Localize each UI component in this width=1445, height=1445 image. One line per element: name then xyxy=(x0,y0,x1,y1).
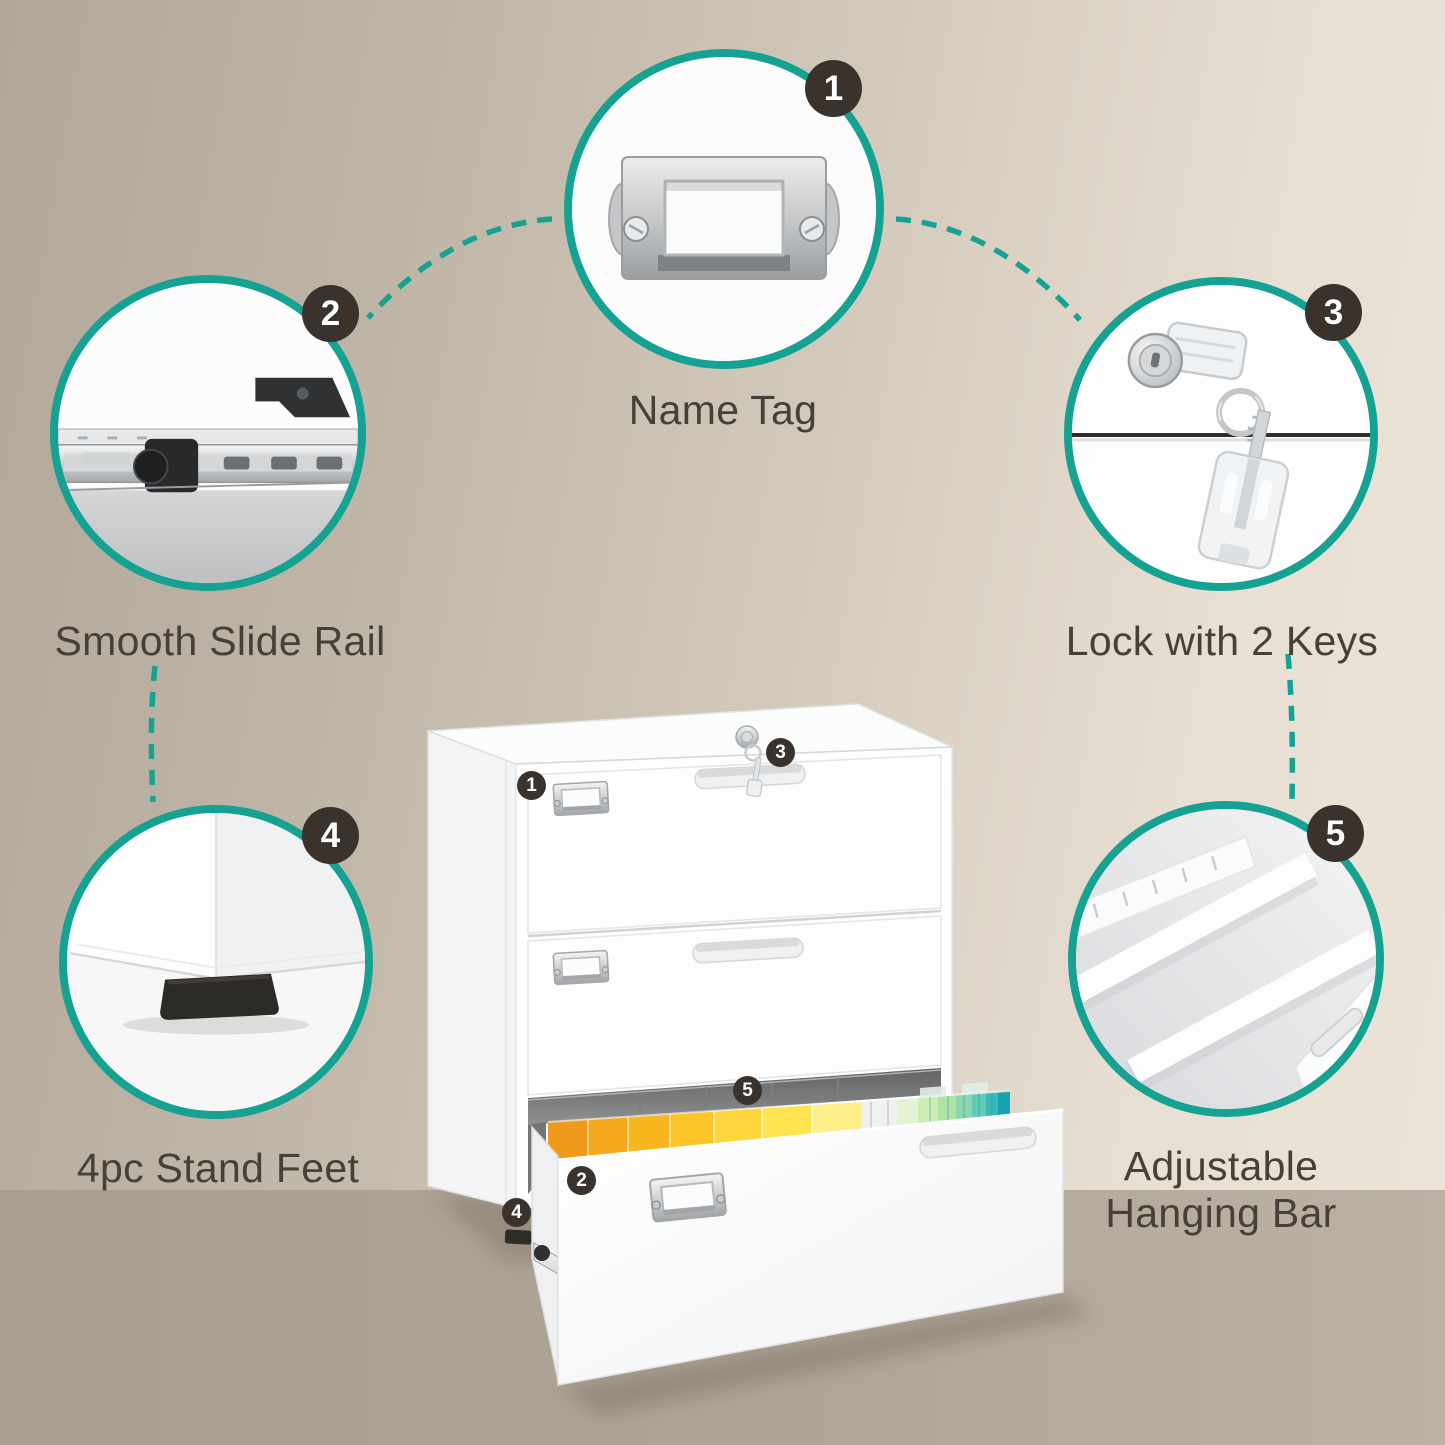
drawer-3-top-highlight xyxy=(557,1108,1064,1162)
cabinet-marker-3: 3 xyxy=(766,738,795,767)
label-slide-rail: Smooth Slide Rail xyxy=(54,618,386,664)
callout-connectors xyxy=(148,216,1296,803)
hanging-files xyxy=(547,1082,1011,1161)
feature-circle-stand-feet xyxy=(59,805,373,1119)
callout-badge-2: 2 xyxy=(302,285,359,342)
label-hanging-bar-line2: Hanging Bar xyxy=(1105,1190,1337,1236)
connector-3-to-5 xyxy=(1285,653,1296,801)
lock-keys-icon xyxy=(1072,285,1370,583)
cabinet-front-foot xyxy=(504,1229,533,1245)
cabinet-marker-5: 5 xyxy=(733,1076,762,1105)
cabinet-left-side xyxy=(427,729,517,1209)
cabinet-marker-1: 1 xyxy=(517,771,546,800)
cabinet-lock-and-key xyxy=(735,725,763,798)
label-hanging-bar-line1: Adjustable xyxy=(1123,1143,1319,1189)
callout-badge-1: 1 xyxy=(805,60,862,117)
drawer-1-front xyxy=(527,754,942,934)
label-name-tag: Name Tag xyxy=(628,387,818,433)
cabinet-body xyxy=(427,703,1064,1386)
drawer-2-label-holder xyxy=(552,949,610,986)
label-hanging-bar: Adjustable Hanging Bar xyxy=(1011,1143,1431,1237)
drawer-2-front xyxy=(527,915,942,1096)
callout-badge-5: 5 xyxy=(1307,805,1364,862)
drawer-floor-shadow xyxy=(560,1294,1092,1416)
label-stand-feet: 4pc Stand Feet xyxy=(76,1145,360,1191)
opening-interior-rails xyxy=(638,1078,840,1112)
cabinet-top-seam xyxy=(515,746,953,765)
cabinet-marker-4: 4 xyxy=(502,1198,531,1227)
drawer-2-handle xyxy=(692,937,804,964)
drawer-1-label-holder xyxy=(552,780,610,817)
callout-badge-4: 4 xyxy=(302,807,359,864)
label-lock-keys: Lock with 2 Keys xyxy=(1065,618,1379,664)
callout-badge-3: 3 xyxy=(1305,284,1362,341)
drawer-1-handle xyxy=(694,763,806,790)
connector-1-to-3 xyxy=(895,216,1083,322)
drawer-1-2-seam xyxy=(527,909,942,938)
slide-rail-icon xyxy=(58,283,358,583)
drawer-3-label-holder xyxy=(648,1172,727,1223)
connector-1-to-2 xyxy=(365,216,553,320)
cabinet-marker-2: 2 xyxy=(567,1166,596,1195)
connector-2-to-4 xyxy=(148,665,158,803)
drawer-3-handle xyxy=(919,1126,1037,1159)
